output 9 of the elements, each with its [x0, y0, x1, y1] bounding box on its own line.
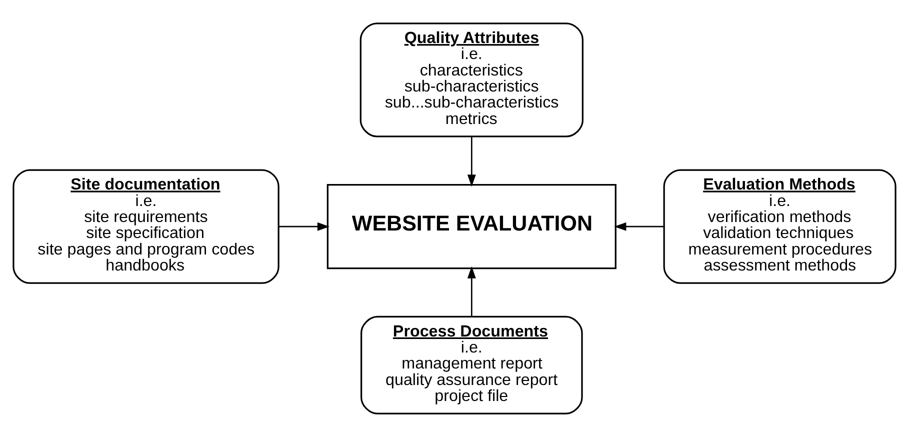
arrow [278, 222, 330, 230]
arrow [614, 222, 664, 230]
arrow [467, 266, 476, 316]
node-box: WEBSITE EVALUATION [326, 184, 616, 269]
arrow [467, 136, 476, 186]
node-box: Evaluation Methods i.e. verification methods validation techniques measurement procedures assessment methods [663, 168, 896, 284]
node-box: Quality Attributes i.e. characteristics sub-characteristics sub...sub-characteristics metrics [360, 22, 584, 137]
node-box: Process Documents i.e. management report quality assurance report project file [360, 315, 583, 414]
node-box: Site documentation i.e. site requirements site specification site pages and program codes handbooks [12, 168, 280, 284]
